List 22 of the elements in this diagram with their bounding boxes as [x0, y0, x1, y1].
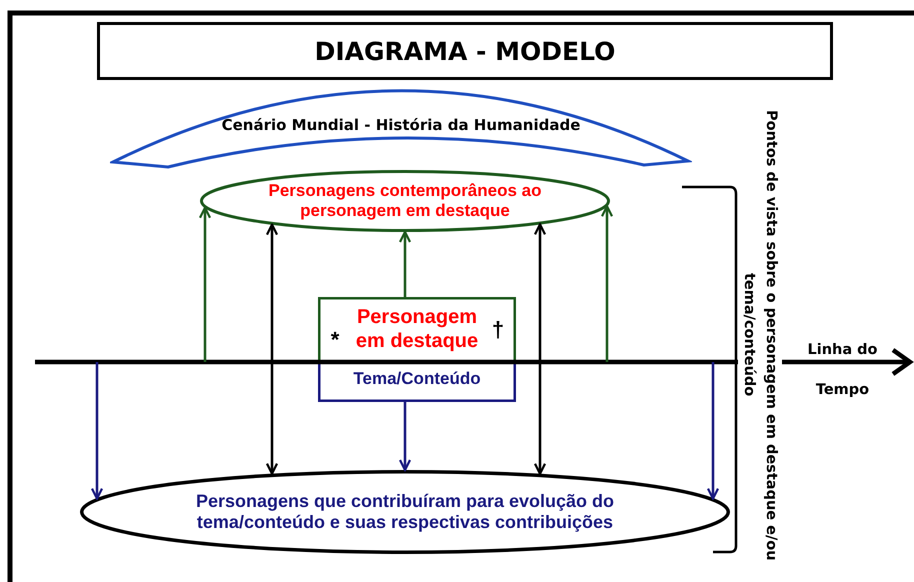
title-banner	[97, 22, 833, 80]
arrow	[266, 223, 278, 475]
node-label: DIAGRAMA - MODELO	[314, 36, 616, 66]
symbol-mark: †	[490, 317, 506, 343]
arrow	[90, 362, 104, 500]
node-label: Tema/Conteúdo	[352, 369, 482, 389]
ellipse-node	[80, 470, 730, 554]
node-label: Personagem em destaque	[354, 305, 480, 353]
arc-band	[110, 88, 692, 170]
arrow	[600, 205, 614, 362]
arrow	[198, 206, 212, 362]
arrow	[706, 362, 720, 500]
arrow	[534, 223, 546, 475]
axis-label: Linha do Tempo	[806, 341, 879, 400]
arrow	[398, 402, 412, 472]
node-label: Personagens contemporâneos ao personagem em destaque	[267, 181, 543, 221]
ellipse-node	[200, 170, 610, 232]
symbol-mark: *	[330, 327, 340, 353]
node-label: Cenário Mundial - História da Humanidade	[222, 116, 580, 134]
process-box	[318, 297, 516, 402]
node-label: Personagens que contribuíram para evolução do tema/conteúdo e suas respectivas contribuições	[194, 491, 616, 533]
arrow	[398, 230, 412, 297]
